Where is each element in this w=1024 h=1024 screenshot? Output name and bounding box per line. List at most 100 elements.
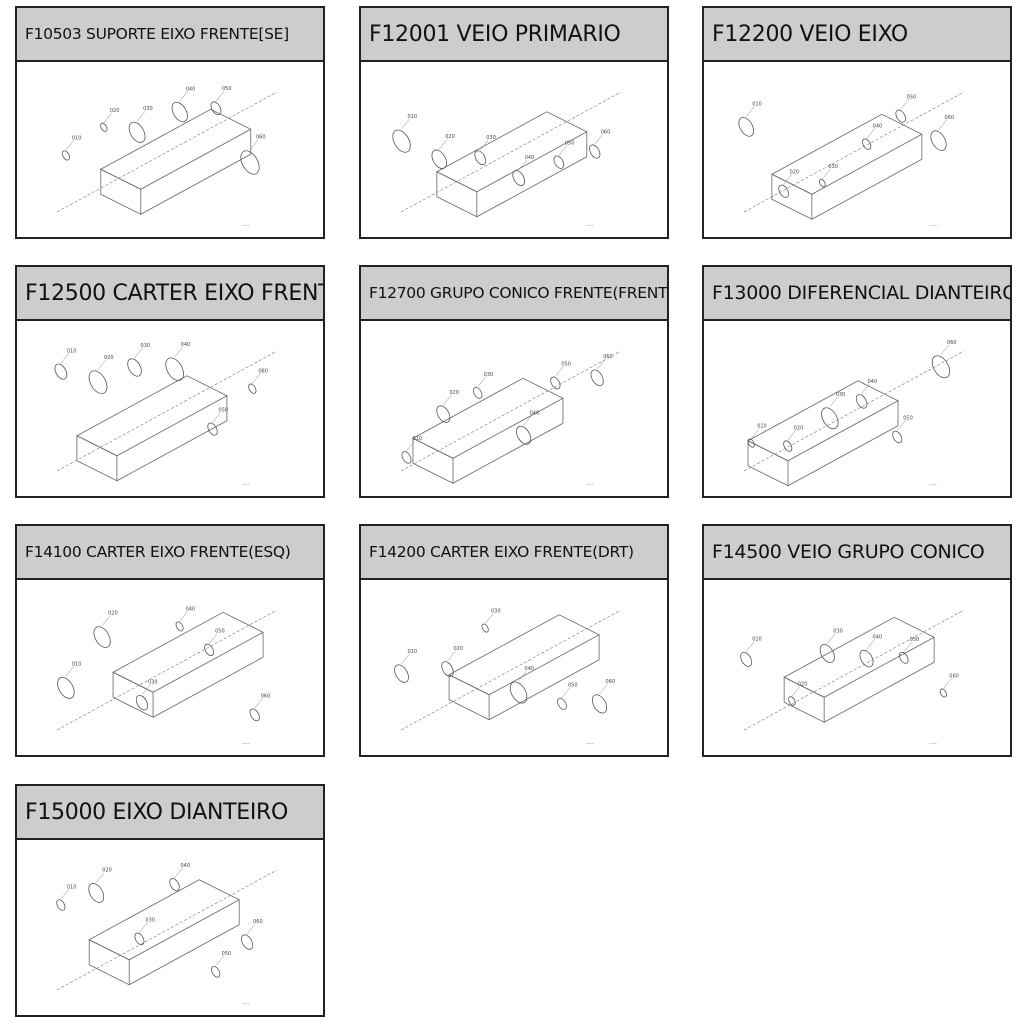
svg-text:060: 060 (945, 115, 955, 121)
svg-text:060: 060 (256, 135, 266, 141)
svg-text:010: 010 (67, 348, 77, 354)
card-title: F14100 CARTER EIXO FRENTE(ESQ) (17, 526, 323, 580)
svg-text:040: 040 (525, 666, 535, 672)
svg-text:060: 060 (261, 693, 271, 699)
diagram-sketch: 010 020 030 040 050 060 —— (56, 606, 278, 746)
svg-text:040: 040 (873, 123, 883, 129)
svg-text:060: 060 (258, 369, 268, 375)
svg-text:010: 010 (72, 661, 82, 667)
diagram-sketch: 010 020 030 040 050 060 —— (54, 342, 278, 487)
catalog-card-f14200[interactable]: F14200 CARTER EIXO FRENTE(DRT) 010 020 030… (359, 524, 669, 757)
card-title: F12500 CARTER EIXO FRENTE (17, 267, 323, 321)
card-title: F13000 DIFERENCIAL DIANTEIRO (704, 267, 1010, 321)
svg-text:——: —— (586, 223, 594, 228)
catalog-card-f13000[interactable]: F13000 DIFERENCIAL DIANTEIRO 010 020 030 04… (702, 265, 1012, 498)
svg-text:——: —— (242, 223, 250, 228)
svg-text:030: 030 (143, 106, 153, 112)
card-title: F10503 SUPORTE EIXO FRENTE[SE] (17, 8, 323, 62)
svg-text:010: 010 (752, 637, 762, 643)
catalog-card-f14100[interactable]: F14100 CARTER EIXO FRENTE(ESQ) 010 020 030… (15, 524, 325, 757)
card-title: F14500 VEIO GRUPO CONICO (704, 526, 1010, 580)
svg-text:040: 040 (868, 379, 878, 385)
svg-text:060: 060 (253, 919, 263, 925)
card-title: F12001 VEIO PRIMARIO (361, 8, 667, 62)
svg-text:010: 010 (67, 884, 77, 890)
svg-text:050: 050 (222, 951, 232, 957)
svg-text:020: 020 (110, 108, 120, 114)
svg-text:010: 010 (757, 424, 767, 430)
svg-text:040: 040 (873, 634, 883, 640)
parts-diagram-image: 010 020 030 040 050 060 —— (17, 62, 323, 237)
svg-text:050: 050 (568, 683, 578, 689)
svg-text:060: 060 (947, 340, 957, 346)
svg-text:050: 050 (561, 362, 571, 368)
svg-text:020: 020 (794, 425, 804, 431)
svg-text:040: 040 (186, 606, 196, 612)
catalog-card-f12500[interactable]: F12500 CARTER EIXO FRENTE 010 020 030 040 05… (15, 265, 325, 498)
svg-text:020: 020 (790, 169, 800, 175)
svg-text:030: 030 (484, 372, 494, 378)
svg-text:050: 050 (219, 407, 229, 413)
svg-text:020: 020 (445, 134, 455, 140)
svg-text:030: 030 (828, 164, 838, 170)
svg-text:040: 040 (180, 863, 190, 869)
svg-text:020: 020 (104, 355, 114, 361)
svg-text:020: 020 (102, 868, 112, 874)
svg-text:010: 010 (408, 649, 418, 655)
svg-text:030: 030 (833, 629, 843, 635)
catalog-card-f10503[interactable]: F10503 SUPORTE EIXO FRENTE[SE] 010 020 030… (15, 6, 325, 239)
svg-text:040: 040 (525, 155, 535, 161)
svg-text:——: —— (242, 1001, 250, 1006)
svg-text:010: 010 (72, 135, 82, 141)
svg-text:010: 010 (752, 102, 762, 108)
svg-text:——: —— (586, 741, 594, 746)
svg-text:060: 060 (601, 129, 611, 135)
svg-text:020: 020 (108, 611, 118, 617)
svg-text:——: —— (242, 741, 250, 746)
svg-text:——: —— (929, 741, 937, 746)
card-title: F14200 CARTER EIXO FRENTE(DRT) (361, 526, 667, 580)
svg-text:030: 030 (491, 609, 501, 615)
svg-text:010: 010 (413, 436, 423, 442)
svg-text:060: 060 (606, 679, 616, 685)
svg-text:060: 060 (949, 674, 959, 680)
svg-text:——: —— (242, 482, 250, 487)
parts-diagram-image: 010 020 030 040 050 060 —— (17, 580, 323, 755)
svg-text:040: 040 (530, 410, 540, 416)
svg-text:030: 030 (148, 680, 158, 686)
svg-text:020: 020 (454, 646, 464, 652)
parts-diagram-image: 010 020 030 040 050 060 —— (17, 321, 323, 496)
svg-text:030: 030 (141, 343, 151, 349)
catalog-card-f14500[interactable]: F14500 VEIO GRUPO CONICO 010 020 030 040 050… (702, 524, 1012, 757)
parts-diagram-image: 010 020 030 040 050 060 —— (704, 580, 1010, 755)
svg-text:060: 060 (603, 354, 613, 360)
svg-text:050: 050 (907, 94, 917, 100)
svg-text:050: 050 (215, 629, 225, 635)
svg-text:——: —— (929, 482, 937, 487)
svg-text:040: 040 (186, 86, 196, 92)
svg-text:020: 020 (449, 390, 459, 396)
svg-text:040: 040 (181, 342, 191, 348)
diagram-sketch: 010 020 030 040 050 060 —— (56, 86, 278, 228)
svg-text:050: 050 (910, 637, 920, 643)
svg-text:030: 030 (836, 392, 846, 398)
svg-text:020: 020 (798, 681, 808, 687)
card-title: F12200 VEIO EIXO (704, 8, 1010, 62)
svg-text:050: 050 (222, 86, 232, 92)
svg-text:010: 010 (408, 114, 418, 120)
parts-diagram-image: 010 020 030 040 050 060 —— (361, 580, 667, 755)
